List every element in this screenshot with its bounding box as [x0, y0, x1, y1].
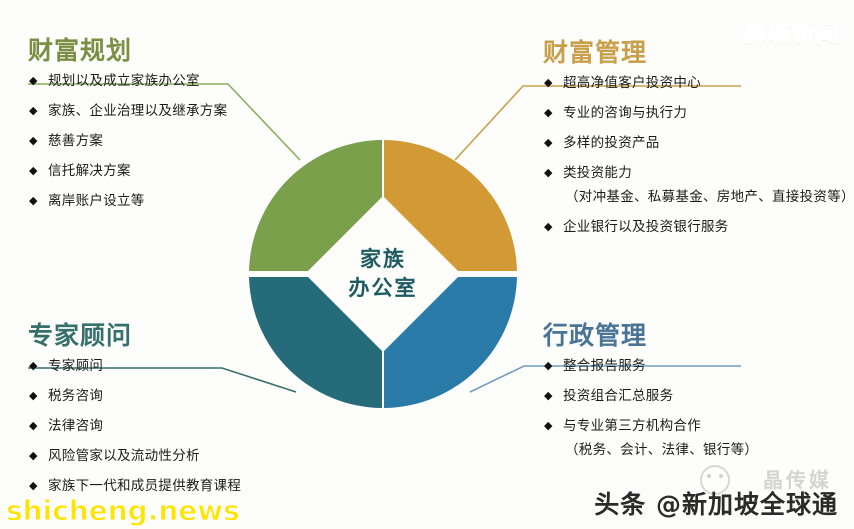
list-item-label: 多样的投资产品	[563, 135, 660, 151]
list-item-label: 专家顾问	[48, 358, 104, 375]
family-office-wheel: 家族 办公室	[247, 138, 519, 410]
list-expert-advisory: ◆ 专家顾问 ◆ 税务咨询 ◆ 法律咨询 ◆ 风险管家以及流动性分析 ◆ 家族下…	[28, 358, 328, 494]
list-item-sub: （对冲基金、私募基金、房地产、直接投资等）	[543, 189, 854, 206]
list-item: ◆ 企业银行以及投资银行服务	[543, 219, 843, 236]
wheel-center-line-1: 家族	[360, 246, 406, 271]
list-wealth-management: ◆ 超高净值客户投资中心 ◆ 专业的咨询与执行力 ◆ 多样的投资产品 ◆ 类投资…	[543, 75, 854, 236]
diamond-bullet-icon: ◆	[544, 419, 553, 432]
diamond-bullet-icon: ◆	[29, 134, 38, 147]
list-item: ◆ 类投资能力	[543, 165, 843, 182]
list-item: ◆ 慈善方案	[28, 133, 328, 150]
wheel-segment-expert-advisory	[249, 277, 382, 408]
list-item-label: 家族、企业治理以及继承方案	[48, 103, 228, 120]
list-item: ◆ 税务咨询	[28, 388, 328, 405]
diamond-bullet-icon: ◆	[544, 106, 553, 120]
list-item: ◆ 家族、企业治理以及继承方案	[28, 103, 328, 120]
diamond-bullet-icon: ◆	[544, 76, 553, 90]
list-item: ◆ 与专业第三方机构合作	[543, 418, 843, 435]
wheel-segment-administration	[384, 277, 517, 408]
list-item-label: 规划以及成立家族办公室	[48, 73, 200, 90]
list-administration: ◆ 整合报告服务 ◆ 投资组合汇总服务 ◆ 与专业第三方机构合作 （税务、会计、…	[543, 358, 843, 459]
wheel-center-line-2: 办公室	[348, 275, 418, 300]
list-item-label: 超高净值客户投资中心	[563, 75, 701, 92]
list-item: ◆ 投资组合汇总服务	[543, 388, 843, 405]
list-item: ◆ 专家顾问	[28, 358, 328, 375]
list-item: ◆ 整合报告服务	[543, 358, 843, 375]
diamond-bullet-icon: ◆	[544, 136, 553, 149]
diamond-bullet-icon: ◆	[29, 419, 38, 432]
list-item: ◆ 信托解决方案	[28, 163, 328, 180]
ghost-logo-icon	[700, 465, 730, 495]
heading-expert-advisory: 专家顾问	[28, 321, 133, 350]
heading-wealth-planning: 财富规划	[28, 36, 133, 65]
diamond-bullet-icon: ◆	[544, 389, 553, 403]
diamond-bullet-icon: ◆	[29, 478, 38, 492]
list-item-label: 信托解决方案	[48, 162, 131, 179]
diamond-bullet-icon: ◆	[29, 193, 38, 207]
quadrant-wealth-management: 财富管理 ◆ 超高净值客户投资中心 ◆ 专业的咨询与执行力 ◆ 多样的投资产品 …	[543, 38, 854, 249]
list-item: ◆ 法律咨询	[28, 418, 328, 435]
list-item-label: 慈善方案	[48, 133, 104, 149]
list-item-label: 企业银行以及投资银行服务	[563, 218, 729, 235]
wheel-segment-wealth-planning	[249, 140, 382, 271]
list-item-label: 投资组合汇总服务	[563, 388, 674, 405]
wheel-segment-wealth-management	[384, 140, 517, 271]
diamond-bullet-icon: ◆	[29, 74, 38, 88]
list-item-label: 专业的咨询与执行力	[563, 105, 688, 122]
diamond-bullet-icon: ◆	[29, 104, 38, 118]
wheel-center-label: 家族 办公室	[247, 138, 519, 410]
list-item: ◆ 家族下一代和成员提供教育课程	[28, 478, 328, 495]
list-item: ◆ 超高净值客户投资中心	[543, 75, 843, 92]
list-item-label: 整合报告服务	[563, 358, 646, 375]
list-item: ◆ 风险管家以及流动性分析	[28, 448, 328, 465]
watermark-author-attribution: 头条 @新加坡全球通	[594, 490, 838, 519]
list-item-label: 税务咨询	[48, 388, 104, 405]
list-item: ◆ 专业的咨询与执行力	[543, 105, 843, 122]
quadrant-wealth-planning: 财富规划 ◆ 规划以及成立家族办公室 ◆ 家族、企业治理以及继承方案 ◆ 慈善方…	[28, 36, 328, 223]
list-item-sub-label: （对冲基金、私募基金、房地产、直接投资等）	[565, 188, 854, 205]
list-wealth-planning: ◆ 规划以及成立家族办公室 ◆ 家族、企业治理以及继承方案 ◆ 慈善方案 ◆ 信…	[28, 73, 328, 209]
watermark-site-name: 狮城新闻	[744, 21, 840, 48]
list-item-label: 风险管家以及流动性分析	[48, 447, 200, 464]
diamond-bullet-icon: ◆	[29, 163, 38, 177]
heading-wealth-management: 财富管理	[543, 38, 648, 67]
list-item-label: 法律咨询	[48, 418, 104, 434]
quadrant-administration: 行政管理 ◆ 整合报告服务 ◆ 投资组合汇总服务 ◆ 与专业第三方机构合作 （税…	[543, 321, 843, 472]
list-item-sub: （税务、会计、法律、银行等）	[543, 442, 843, 459]
list-item: ◆ 规划以及成立家族办公室	[28, 73, 328, 90]
diamond-bullet-icon: ◆	[29, 448, 38, 462]
watermark-ghost-brand: 晶传媒	[763, 468, 832, 492]
quadrant-expert-advisory: 专家顾问 ◆ 专家顾问 ◆ 税务咨询 ◆ 法律咨询 ◆ 风险管家以及流动性分析 …	[28, 321, 328, 508]
diamond-bullet-icon: ◆	[29, 389, 38, 403]
list-item: ◆ 离岸账户设立等	[28, 193, 328, 210]
diamond-bullet-icon: ◆	[544, 219, 553, 233]
diamond-bullet-icon: ◆	[544, 359, 553, 373]
list-item: ◆ 多样的投资产品	[543, 135, 843, 152]
list-item-sub-label: （税务、会计、法律、银行等）	[565, 441, 759, 458]
list-item-label: 离岸账户设立等	[48, 192, 145, 209]
watermark-site-url: shicheng.news	[6, 494, 241, 528]
diamond-bullet-icon: ◆	[29, 359, 38, 373]
list-item-label: 家族下一代和成员提供教育课程	[48, 477, 242, 494]
list-item-label: 类投资能力	[563, 164, 632, 181]
diamond-bullet-icon: ◆	[544, 165, 553, 179]
heading-administration: 行政管理	[543, 321, 648, 350]
list-item-label: 与专业第三方机构合作	[563, 418, 701, 434]
